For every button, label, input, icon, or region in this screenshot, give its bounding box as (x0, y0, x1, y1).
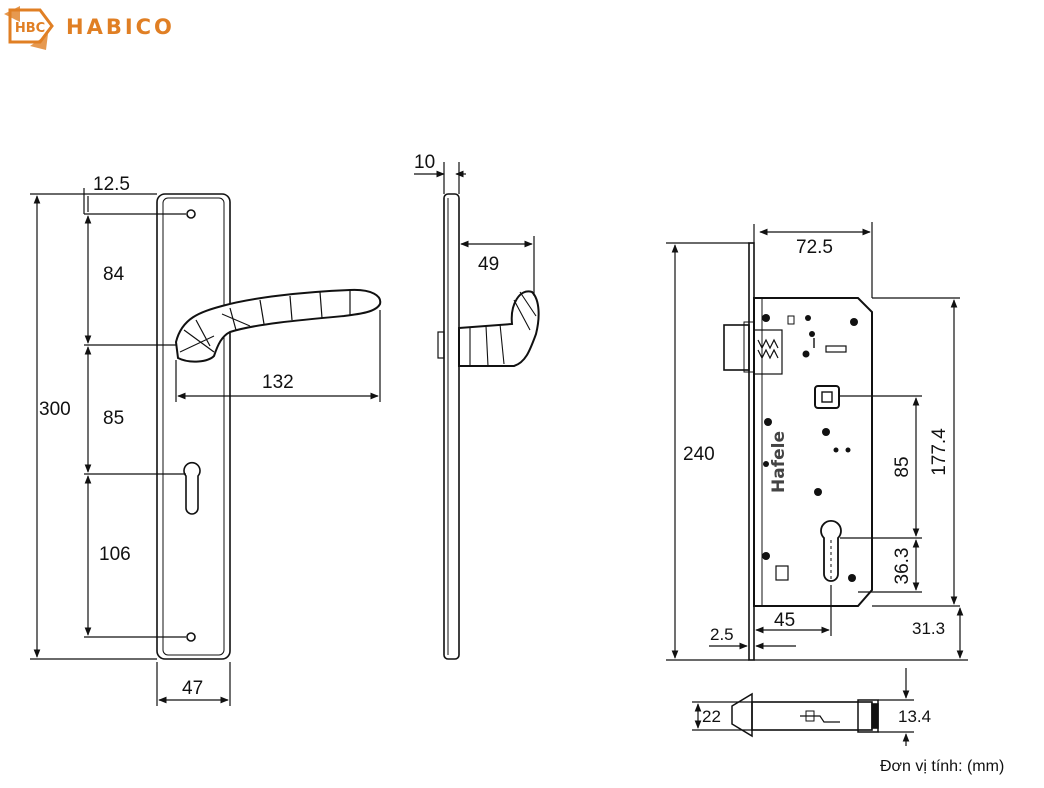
screw-hole-top (186, 209, 196, 219)
dim-top-offset: 12.5 (93, 174, 130, 195)
screw-hole-bottom (186, 632, 196, 642)
dim-latch-height: 22 (702, 707, 721, 726)
unit-note: Đơn vị tính: (mm) (880, 758, 1004, 775)
keyhole (183, 461, 201, 515)
dim-upper-gap: 84 (103, 264, 125, 285)
dim-middle-gap: 85 (103, 408, 124, 429)
front-view (156, 193, 382, 660)
logo-text: HBC (15, 21, 45, 36)
side-plate (443, 193, 460, 660)
dim-handle-length: 132 (262, 372, 294, 393)
dim-handle-to-cylinder: 85 (892, 456, 913, 477)
handle-plate (156, 193, 231, 660)
brand-name: HABICO (66, 15, 175, 39)
lock-dimensions (666, 222, 968, 661)
side-view (437, 193, 540, 660)
dim-bottom-offset: 31.3 (912, 619, 945, 638)
latch-view (731, 692, 879, 738)
logo-icon: HBC (4, 6, 54, 50)
front-dimensions (30, 188, 381, 706)
dim-backset: 72.5 (796, 237, 833, 258)
dim-body-height: 240 (683, 444, 715, 465)
side-dimensions (414, 162, 535, 296)
side-handle (458, 290, 540, 367)
dim-latch-thickness: 13.4 (898, 707, 931, 726)
lock-screws (762, 314, 858, 582)
latch-top-plate (731, 692, 753, 738)
latch-bolt (723, 324, 750, 371)
dim-cylinder-backset: 45 (774, 610, 795, 631)
dim-faceplate-thickness: 2.5 (710, 625, 734, 644)
dim-lower-gap: 106 (99, 544, 131, 565)
dim-plate-width: 47 (182, 678, 203, 699)
dim-cylinder-offset: 36.3 (892, 548, 913, 585)
dim-plate-thickness: 10 (414, 152, 435, 173)
engraved-label: Hafele (769, 431, 789, 493)
lock-body-view (723, 242, 873, 661)
dim-total-height: 300 (39, 399, 71, 420)
lock-case (753, 297, 873, 607)
cylinder-hole (820, 519, 842, 582)
brand-logo: HBC HABICO (4, 6, 175, 50)
latch-dimensions (692, 668, 914, 746)
dim-handle-projection: 49 (478, 254, 499, 275)
dim-total-length: 177.4 (929, 428, 950, 476)
follower-hub (814, 385, 840, 409)
lever-handle (174, 288, 382, 363)
